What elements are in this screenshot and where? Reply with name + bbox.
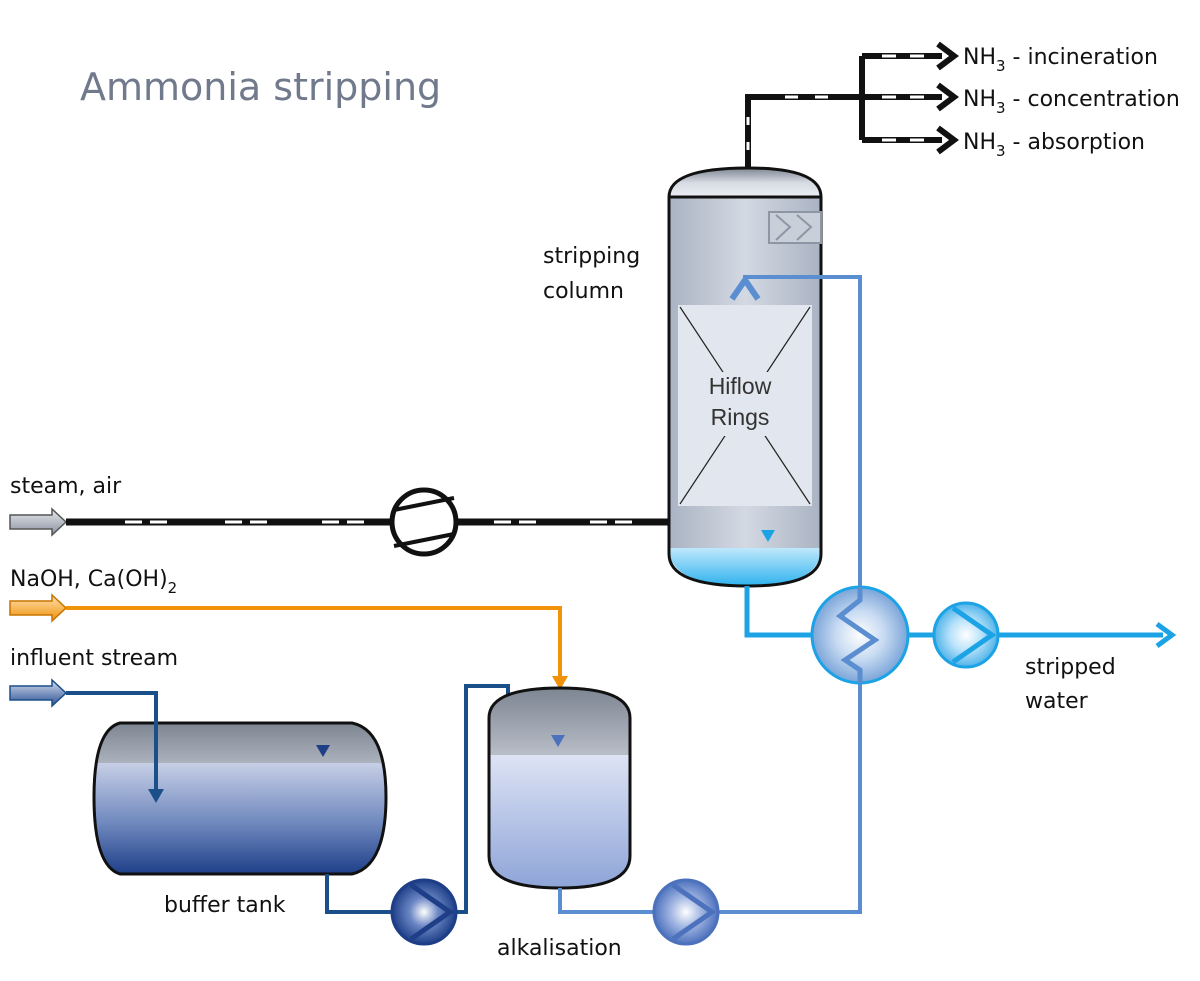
stripping-column-label-line2: column (543, 279, 624, 304)
steam-air-line (9, 487, 669, 557)
distributor-icon (729, 274, 761, 301)
level-indicator-icon (761, 530, 775, 542)
arrow-icon (936, 41, 959, 71)
output-label-concentration: NH3 - concentration (963, 87, 1180, 117)
feed-line (558, 274, 862, 946)
output-label-incineration: NH3 - incineration (963, 45, 1158, 75)
influent-line (9, 678, 164, 803)
nh3-outlet-piping (745, 41, 959, 168)
arrow-icon (1155, 621, 1177, 649)
stripped-water-line (744, 585, 1177, 685)
pump-icon (652, 878, 720, 946)
stripping-column-label-line1: stripping (543, 244, 640, 269)
steam-air-label: steam, air (10, 474, 122, 499)
arrow-icon (936, 125, 959, 155)
stripping-column (667, 166, 823, 588)
pump-icon (932, 601, 1000, 669)
level-indicator-icon (316, 745, 330, 757)
inlet-arrow-icon (9, 507, 68, 537)
output-label-absorption: NH3 - absorption (963, 130, 1145, 160)
alkalisation-label: alkalisation (497, 936, 622, 961)
hiflow-label-line1: Hiflow (709, 373, 772, 399)
arrow-icon (936, 82, 959, 112)
alkalisation-tank (487, 686, 632, 890)
stripped-water-label-line1: stripped (1025, 655, 1116, 680)
page-title: Ammonia stripping (80, 65, 441, 109)
inlet-arrow-icon (9, 678, 68, 708)
arrow-icon (148, 789, 164, 803)
influent-label: influent stream (10, 646, 178, 671)
inlet-arrow-icon (9, 593, 68, 623)
level-indicator-icon (551, 735, 565, 747)
hiflow-label-line2: Rings (711, 404, 770, 430)
chemical-label: NaOH, Ca(OH)2 (10, 567, 177, 597)
chemical-dosing-line (9, 593, 568, 690)
stripped-water-label-line2: water (1025, 689, 1089, 714)
pump-icon (390, 878, 458, 946)
buffer-tank (92, 721, 388, 876)
arrow-icon (552, 676, 568, 690)
buffer-tank-label: buffer tank (164, 893, 286, 918)
